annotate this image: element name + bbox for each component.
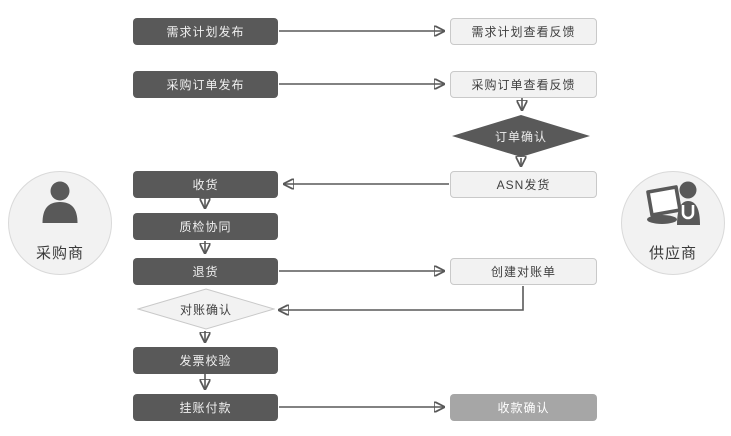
actor-buyer-label: 采购商	[35, 245, 84, 262]
node-demand-plan-publish: 需求计划发布	[133, 18, 278, 45]
node-po-feedback: 采购订单查看反馈	[450, 71, 597, 98]
diamond-shape	[452, 115, 590, 157]
diamond-label: 订单确认	[494, 129, 547, 144]
node-quality-collab: 质检协同	[133, 213, 278, 240]
node-statement-confirm: 对账确认	[137, 288, 275, 330]
node-po-publish: 采购订单发布	[133, 71, 278, 98]
node-create-statement: 创建对账单	[450, 258, 597, 285]
person-laptop-icon	[622, 181, 724, 227]
node-demand-plan-feedback: 需求计划查看反馈	[450, 18, 597, 45]
actor-supplier-label: 供应商	[648, 245, 697, 262]
node-invoice-verify: 发票校验	[133, 347, 278, 374]
node-asn-ship: ASN发货	[450, 171, 597, 198]
node-receive: 收货	[133, 171, 278, 198]
arrow-statement-to-confirm	[279, 286, 524, 310]
node-return-goods: 退货	[133, 258, 278, 285]
node-order-confirm: 订单确认	[452, 115, 590, 157]
actor-buyer: 采购商	[8, 171, 112, 275]
diamond-shape	[137, 288, 275, 330]
person-icon	[9, 181, 111, 225]
actor-supplier: 供应商	[621, 171, 725, 275]
node-ledger-payment: 挂账付款	[133, 394, 278, 421]
node-receipt-confirm: 收款确认	[450, 394, 597, 421]
diamond-label: 对账确认	[179, 302, 232, 317]
